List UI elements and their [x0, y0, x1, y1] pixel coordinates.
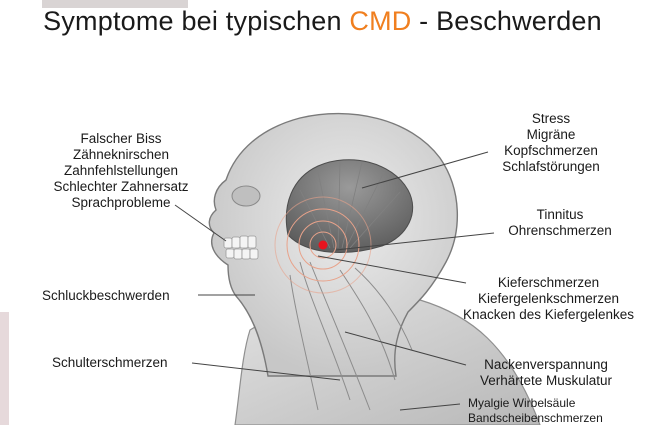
label-line: Kieferschmerzen: [452, 275, 645, 291]
label-line: Falscher Biss: [32, 131, 210, 147]
label-line: Zahnfehlstellungen: [32, 163, 210, 179]
label-line: Migräne: [478, 127, 624, 143]
label-line: Schulterschmerzen: [52, 355, 168, 371]
label-head-symptoms: Stress Migräne Kopfschmerzen Schlafstöru…: [478, 111, 624, 175]
label-line: Zähneknirschen: [32, 147, 210, 163]
label-line: Tinnitus: [492, 207, 628, 223]
label-line: Myalgie Wirbelsäule: [468, 396, 645, 411]
label-line: Nackenverspannung: [462, 357, 630, 373]
label-shoulder: Schulterschmerzen: [52, 355, 168, 371]
eye-socket: [232, 186, 260, 206]
label-ear-symptoms: Tinnitus Ohrenschmerzen: [492, 207, 628, 239]
label-spine-symptoms: Myalgie Wirbelsäule Bandscheibenschmerze…: [468, 396, 645, 426]
label-swallowing: Schluckbeschwerden: [42, 288, 170, 304]
jaw-joint-marker: [319, 241, 328, 250]
label-line: Bandscheibenschmerzen: [468, 411, 645, 426]
label-line: Kopfschmerzen: [478, 143, 624, 159]
label-line: Kiefergelenkschmerzen: [452, 291, 645, 307]
temporal-muscle: [286, 160, 412, 253]
teeth: [224, 236, 258, 259]
label-line: Knacken des Kiefergelenkes: [452, 307, 645, 323]
label-neck-symptoms: Nackenverspannung Verhärtete Muskulatur: [462, 357, 630, 389]
label-jaw-symptoms: Kieferschmerzen Kiefergelenkschmerzen Kn…: [452, 275, 645, 323]
label-line: Schlafstörungen: [478, 159, 624, 175]
label-line: Verhärtete Muskulatur: [462, 373, 630, 389]
label-line: Schlechter Zahnersatz: [32, 179, 210, 195]
label-line: Schluckbeschwerden: [42, 288, 170, 304]
label-line: Sprachprobleme: [32, 195, 210, 211]
label-line: Stress: [478, 111, 624, 127]
label-bite-problems: Falscher Biss Zähneknirschen Zahnfehlste…: [32, 131, 210, 211]
label-line: Ohrenschmerzen: [492, 223, 628, 239]
